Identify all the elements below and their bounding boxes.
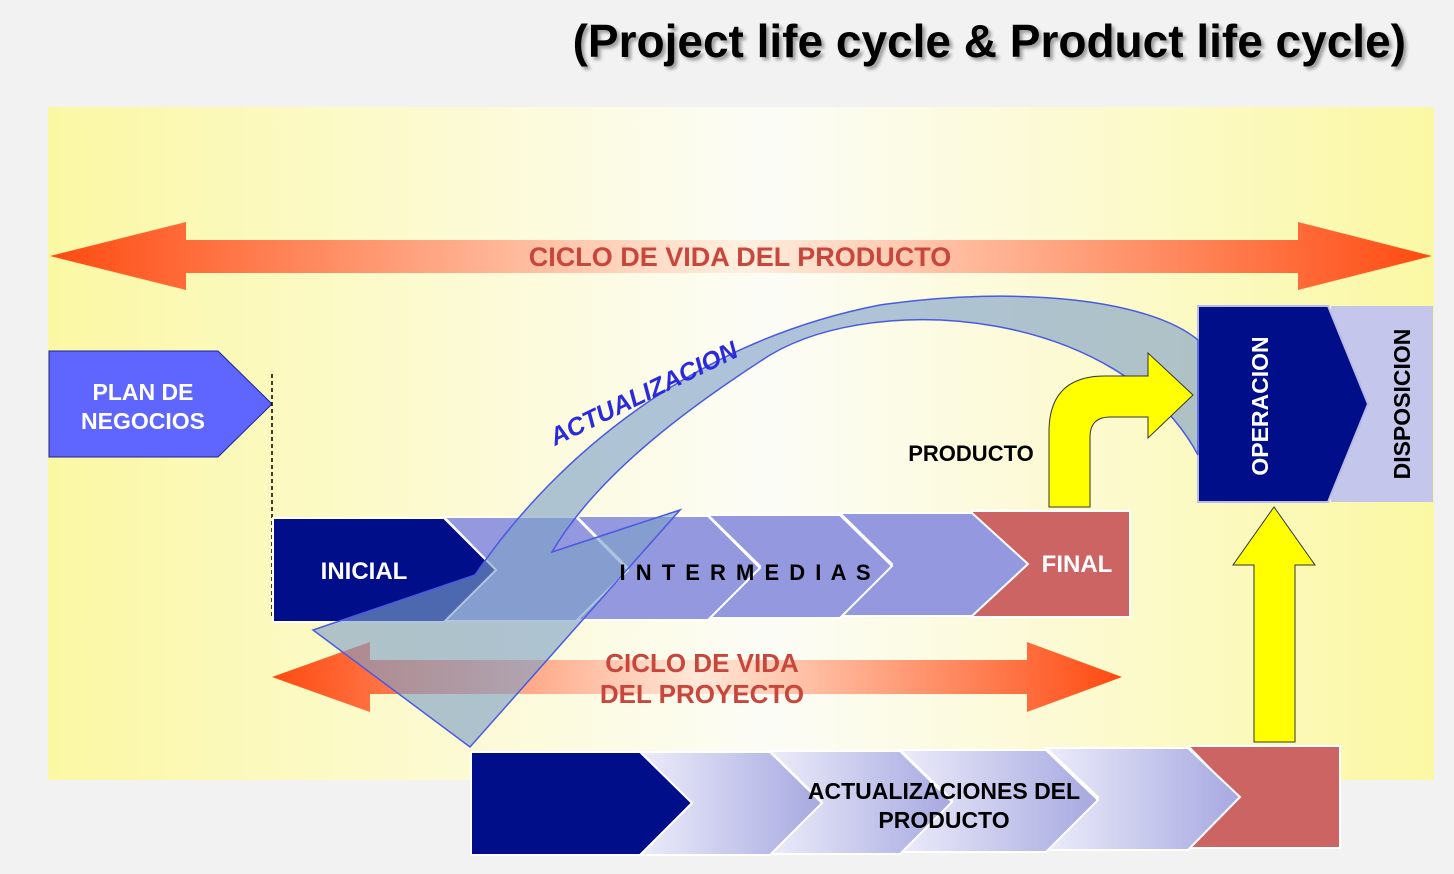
updates-label-line1: ACTUALIZACIONES DEL	[808, 778, 1080, 804]
producto-bent-arrow	[1048, 351, 1194, 508]
updates-label-line2: PRODUCTO	[878, 807, 1009, 833]
inicial-label: INICIAL	[321, 558, 408, 585]
operacion-label: OPERACION	[1247, 336, 1273, 475]
intermedias-label: I N T E R M E D I A S	[619, 560, 872, 585]
plan-label-line2: NEGOCIOS	[81, 408, 205, 434]
updates-up-arrow	[1232, 506, 1316, 743]
plan-de-negocios-block	[48, 350, 273, 458]
product-cycle-arrow	[50, 222, 1432, 290]
project-cycle-arrow	[272, 642, 1122, 712]
plan-label-line1: PLAN DE	[93, 379, 194, 405]
updates-block-initial	[470, 751, 694, 856]
operacion-block	[1197, 305, 1370, 503]
intermediate-chevron-4	[837, 512, 1030, 617]
updates-chevron-3	[897, 749, 1100, 853]
updates-chevron-4	[1043, 747, 1242, 851]
intermediate-chevron-3	[705, 514, 894, 619]
final-label: FINAL	[1042, 551, 1113, 578]
disposicion-label: DISPOSICION	[1389, 329, 1415, 480]
project-cycle-label-line2: DEL PROYECTO	[600, 679, 804, 709]
actualizacion-curved-arrow	[311, 295, 1199, 749]
page-title: (Project life cycle & Product life cycle…	[572, 15, 1406, 67]
producto-label: PRODUCTO	[908, 441, 1034, 466]
project-cycle-label-line1: CICLO DE VIDA	[605, 648, 799, 678]
product-cycle-label: CICLO DE VIDA DEL PRODUCTO	[529, 242, 952, 272]
